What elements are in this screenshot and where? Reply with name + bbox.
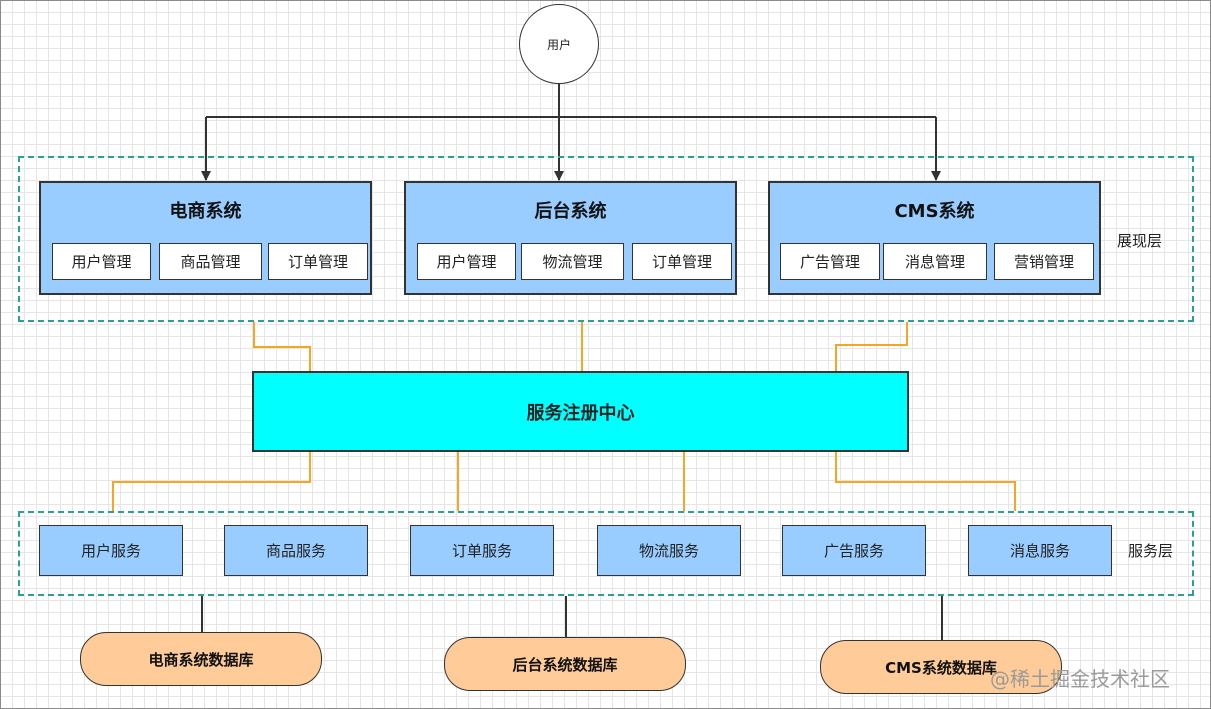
service-logistics[interactable]: 物流服务 [597, 525, 741, 576]
user-arrows [201, 84, 941, 181]
service-message[interactable]: 消息服务 [968, 525, 1112, 576]
system-backoffice[interactable]: 后台系统 用户管理 物流管理 订单管理 [404, 181, 737, 295]
module-message-management[interactable]: 消息管理 [883, 243, 987, 280]
module-logistics-management[interactable]: 物流管理 [521, 243, 624, 280]
user-node[interactable]: 用户 [519, 4, 599, 84]
database-backoffice[interactable]: 后台系统数据库 [444, 637, 686, 691]
module-user-management[interactable]: 用户管理 [417, 243, 516, 280]
service-layer-label: 服务层 [1128, 542, 1174, 560]
database-ecommerce[interactable]: 电商系统数据库 [80, 632, 322, 686]
module-order-management[interactable]: 订单管理 [632, 243, 732, 280]
service-product[interactable]: 商品服务 [224, 525, 368, 576]
module-ad-management[interactable]: 广告管理 [780, 243, 880, 280]
module-order-management[interactable]: 订单管理 [268, 243, 368, 280]
db-connectors [201, 596, 943, 640]
service-user[interactable]: 用户服务 [39, 525, 183, 576]
module-marketing-management[interactable]: 营销管理 [994, 243, 1094, 280]
system-cms[interactable]: CMS系统 广告管理 消息管理 营销管理 [768, 181, 1101, 295]
module-user-management[interactable]: 用户管理 [52, 243, 151, 280]
watermark-text: @稀土掘金技术社区 [990, 667, 1170, 691]
service-registry[interactable]: 服务注册中心 [252, 371, 909, 452]
system-title: CMS系统 [894, 201, 975, 222]
registry-connectors-top [253, 322, 908, 371]
system-ecommerce[interactable]: 电商系统 用户管理 商品管理 订单管理 [39, 181, 372, 295]
module-product-management[interactable]: 商品管理 [159, 243, 262, 280]
presentation-layer-label: 展现层 [1117, 232, 1163, 250]
database-cms[interactable]: CMS系统数据库 [820, 640, 1062, 694]
service-layer [18, 511, 1194, 596]
user-label: 用户 [546, 37, 571, 52]
registry-label: 服务注册中心 [526, 402, 635, 424]
service-ad[interactable]: 广告服务 [782, 525, 926, 576]
system-title: 电商系统 [169, 201, 242, 222]
presentation-layer [18, 156, 1194, 322]
service-order[interactable]: 订单服务 [410, 525, 554, 576]
registry-connectors-bottom [112, 452, 1016, 511]
system-title: 后台系统 [534, 201, 607, 222]
